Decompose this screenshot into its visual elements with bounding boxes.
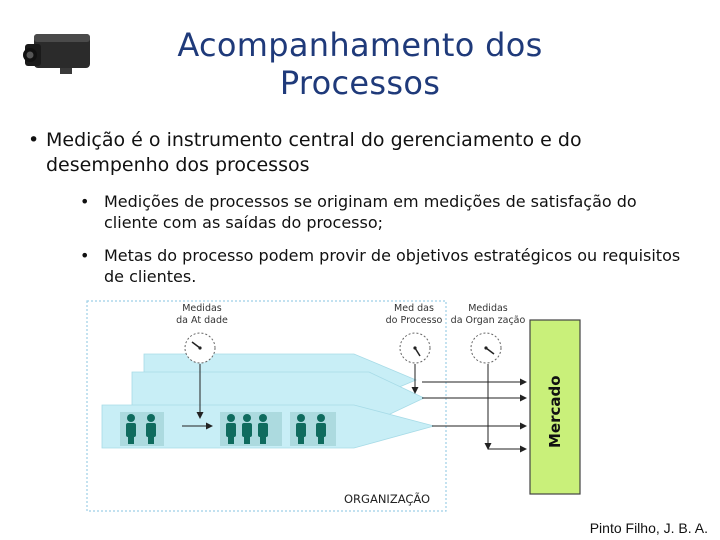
gauge-label-process-1: Med das [394, 303, 434, 314]
person-icon [316, 414, 326, 444]
sub-bullet-text: Medições de processos se originam em med… [104, 192, 637, 232]
gauge-label-process-2: do Processo [386, 315, 443, 326]
sub-bullet-1: • Medições de processos se originam em m… [80, 191, 694, 233]
person-group-1 [120, 412, 164, 446]
bullet-dot: • [28, 129, 40, 151]
market-label: Mercado [546, 375, 564, 448]
sub-bullet-2: • Metas do processo podem provir de obje… [80, 245, 694, 287]
gauge-label-org-1: Medidas [468, 303, 508, 314]
person-icon [126, 414, 136, 444]
slide-title: Acompanhamento dos Processos [177, 26, 543, 102]
credit-text: Pinto Filho, J. B. A. [589, 520, 708, 536]
market-box [529, 319, 581, 495]
gauge-label-activity-2: da At dade [176, 315, 228, 326]
person-icon [146, 414, 156, 444]
gauge-icon [470, 332, 502, 364]
process-diagram: Mercado Medidas da At dade Med das do Pr… [86, 300, 581, 512]
bullet-dot: • [80, 192, 90, 211]
camera-icon [23, 34, 90, 74]
person-group-2 [220, 412, 282, 446]
sub-bullet-text: Metas do processo podem provir de objeti… [104, 246, 681, 286]
person-icon [296, 414, 306, 444]
gauge-label-activity-1: Medidas [182, 303, 222, 314]
organization-label: ORGANIZAÇÃO [344, 491, 430, 506]
bullet-dot: • [80, 246, 90, 265]
gauge-label-org-2: da Organ zação [451, 315, 526, 326]
main-bullet: • Medição é o instrumento central do ger… [28, 128, 686, 178]
person-icon [258, 414, 268, 444]
person-group-3 [290, 412, 336, 446]
main-bullet-text: Medição é o instrumento central do geren… [46, 129, 582, 176]
gauge-icon [399, 332, 431, 364]
person-icon [242, 414, 252, 444]
gauge-icon [184, 332, 216, 364]
person-icon [226, 414, 236, 444]
